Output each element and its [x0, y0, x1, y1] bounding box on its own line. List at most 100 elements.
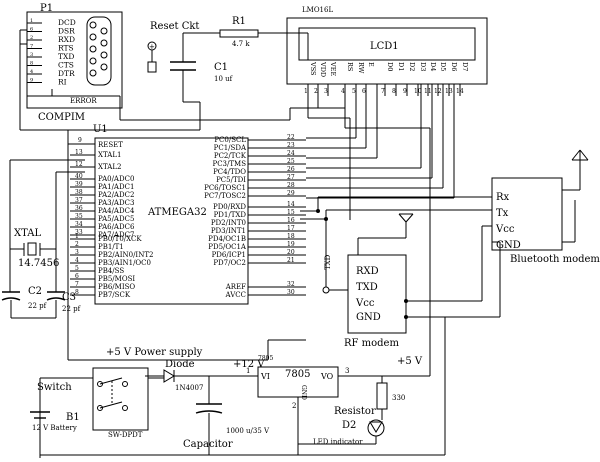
led-designator: D2 [342, 420, 356, 431]
plus5-label: +5 V [397, 356, 423, 367]
mcu-left-pin-label: PB2/AIN0/INT2 [98, 251, 153, 259]
mcu-left-pin-number: 7 [75, 281, 79, 288]
c3-value: 22 pf [62, 305, 82, 313]
p1-pin-number: 1 [30, 18, 33, 24]
mcu-right-pin-label: PD3/INT1 [211, 227, 246, 235]
mcu-name: ATMEGA32 [147, 207, 207, 218]
diode-icon [163, 369, 175, 383]
battery-value: 12 V Battery [32, 424, 77, 432]
mcu-left-pin-number: 36 [75, 205, 83, 212]
power-supply-label: +5 V Power supply [106, 347, 203, 358]
lcd-model: LMO16L [302, 6, 333, 14]
c2-designator: C2 [28, 286, 42, 297]
mcu-left-pin-label: PA6/ADC6 [98, 223, 135, 231]
mcu-right-pin-label: PD0/RXD [213, 203, 246, 211]
mcu-right-pin-number: 30 [287, 289, 295, 296]
lcd-pin-number: 3 [324, 88, 328, 95]
p1-pin-label: DCD [58, 18, 76, 27]
mcu-left-pin-number: 3 [75, 249, 79, 256]
p1-pin-label: RI [58, 78, 67, 87]
mcu-left-pin-label: PA4/ADC4 [98, 207, 135, 215]
rf-antenna-icon [357, 213, 414, 255]
mcu-left-pin-number: 1 [75, 233, 79, 240]
lcd-pin-number: 2 [314, 88, 318, 95]
p1-pin-label: RTS [58, 44, 74, 53]
mcu-right-pin-number: 21 [287, 257, 295, 264]
mcu-right-pin-number: 19 [287, 241, 295, 248]
mcu-right-pin-number: 29 [287, 190, 295, 197]
rf-label: RF modem [344, 338, 399, 349]
mcu-right-pin-number: 26 [287, 166, 295, 173]
lcd-pin-number: 4 [341, 88, 345, 95]
lcd-pin-number: 7 [381, 88, 385, 95]
lcd-pin-number: 1 [304, 88, 308, 95]
mcu-left-pin-label: PA2/ADC2 [98, 191, 134, 199]
mcu-right-pin-number: 22 [287, 134, 295, 141]
lcd-pin-label: D2 [408, 62, 416, 71]
r1-designator: R1 [232, 16, 246, 27]
mcu-left-pin-number: 4 [75, 257, 79, 264]
mcu-right-pin-number: 16 [287, 217, 295, 224]
regulator-vi: VI [260, 372, 270, 381]
mcu-left-pin-number: 37 [75, 197, 83, 204]
lcd-pin-label: VDD [319, 61, 327, 77]
bluetooth-pin-label: Tx [496, 208, 509, 219]
diode-label: Diode [165, 359, 195, 370]
mcu-right-pin-number: 28 [287, 182, 295, 189]
mcu-right-pin-number: 32 [287, 281, 295, 288]
p1-pin-label: CTS [58, 61, 74, 70]
mcu-right-pin-label: PC2/TCK [214, 152, 247, 160]
lcd-name: LCD1 [370, 41, 399, 52]
crystal-icon [27, 242, 37, 256]
rf-pin-label: Vcc [355, 298, 375, 309]
power-supply: +5 V Power supply Diode 1N4007 +12 V 780… [30, 347, 445, 458]
mcu-left-pin-label: XTAL2 [98, 163, 121, 171]
capacitor-label: Capacitor [183, 439, 233, 450]
mcu-left-pin-number: 2 [75, 241, 79, 248]
mcu-left-pin-label: PB6/MISO [98, 283, 135, 291]
mcu-right-pin-number: 17 [287, 225, 295, 232]
svg-text:+: + [149, 43, 155, 51]
p1-status: ERROR [70, 97, 97, 105]
lcd-pin-number: 10 [414, 88, 422, 95]
lcd-pin-label: RS [346, 62, 354, 71]
mcu-left-pin-label: PA5/ADC5 [98, 215, 134, 223]
lcd-pin-number: 11 [424, 88, 432, 95]
lcd-pin-label: RW [357, 62, 365, 74]
regulator-part: 7805 [258, 355, 273, 362]
bluetooth-label: Bluetooth modem [510, 254, 600, 265]
mcu-left-pin-number: 8 [75, 289, 79, 296]
rf-txd-label: TXD [324, 254, 332, 270]
lcd-display: LMO16L LCD1 VSS1VDD2VEE3RS4RW5E6D07D18D2… [286, 6, 488, 96]
lcd-pin-label: VEE [329, 61, 337, 76]
switch-dpdt[interactable] [92, 367, 149, 431]
lcd-pin-label: D5 [439, 62, 447, 71]
p1-pin-number: 2 [30, 35, 33, 41]
resistor-330 [376, 382, 388, 410]
mcu-right-pin-label: PC5/TDI [216, 176, 246, 184]
crystal-circuit: XTAL 14.7456 C2 C3 22 pf 22 pf [1, 159, 85, 319]
p1-pin-label: TXD [58, 52, 74, 61]
lcd-pin-number: 6 [362, 88, 366, 95]
reset-label: Reset Ckt [150, 21, 199, 32]
p1-pin-number: 9 [30, 78, 33, 84]
p1-pin-number: 7 [30, 44, 33, 50]
mcu-body [94, 137, 249, 305]
p1-pin-label: DSR [58, 27, 75, 36]
mcu-left-pin-label: PB3/AIN1/OC0 [98, 259, 151, 267]
lcd-pin-number: 14 [456, 88, 464, 95]
lcd-pin-label: E [367, 62, 375, 67]
r1-value: 4.7 k [232, 40, 250, 48]
capacitor-value: 1000 u/35 V [226, 427, 270, 435]
mcu-right-pin-label: PC0/SCL [214, 136, 246, 144]
mcu-right-pin-number: 24 [287, 150, 295, 157]
mcu-reset-pin: 9 [78, 137, 82, 144]
mcu-left-pin-number: 34 [75, 221, 83, 228]
mcu-left-pin-number: 40 [75, 173, 83, 180]
reset-circuit: Reset Ckt R1 4.7 k + C1 10 uf [19, 16, 309, 131]
mcu-right-pin-label: PD6/ICP1 [212, 251, 246, 259]
rf-pin-label: GND [356, 312, 381, 323]
